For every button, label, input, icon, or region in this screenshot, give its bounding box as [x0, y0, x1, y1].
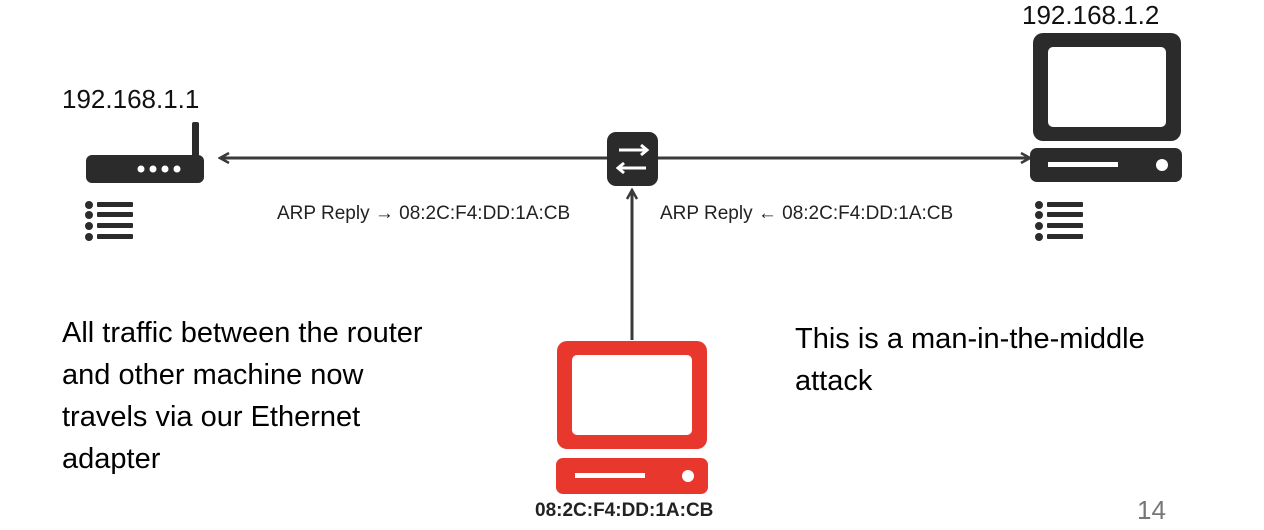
arp-reply-right-label: ARP Reply ← 08:2C:F4:DD:1A:CB — [660, 203, 954, 224]
computer-icon — [1030, 33, 1182, 182]
caption-right-line: attack — [795, 365, 873, 397]
attacker-computer-icon — [556, 341, 708, 494]
caption-left-line: All traffic between the router — [62, 317, 423, 349]
router-icon — [86, 122, 204, 183]
caption-left-line: adapter — [62, 443, 161, 475]
caption-right: This is a man-in-the-middle attack — [795, 318, 1145, 402]
page-number: 14 — [1137, 495, 1166, 525]
caption-left-line: travels via our Ethernet — [62, 401, 361, 433]
arp-table-icon — [85, 201, 133, 241]
arp-reply-left-label: ARP Reply → 08:2C:F4:DD:1A:CB — [277, 203, 571, 224]
computer-ip-label: 192.168.1.2 — [1022, 0, 1160, 30]
switch-icon — [607, 132, 658, 186]
caption-left-line: and other machine now — [62, 359, 364, 391]
caption-left: All traffic between the router and other… — [62, 312, 423, 480]
caption-right-line: This is a man-in-the-middle — [795, 323, 1145, 355]
router-ip-label: 192.168.1.1 — [62, 84, 200, 114]
attacker-mac-label: 08:2C:F4:DD:1A:CB — [535, 500, 714, 521]
arp-table-icon — [1035, 201, 1083, 241]
